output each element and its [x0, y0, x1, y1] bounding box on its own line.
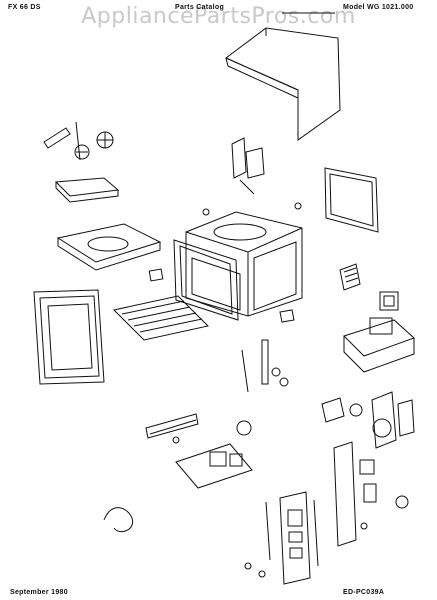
stirrer-assembly — [43, 121, 114, 161]
catalog-date: September 1980 — [10, 589, 68, 596]
front-frame — [173, 239, 239, 321]
stirrer-bracket — [54, 177, 120, 203]
switch-bracket — [333, 441, 409, 547]
lamp-assembly — [231, 137, 265, 195]
interlock-switches — [241, 309, 295, 393]
rear-panel — [324, 167, 379, 233]
power-cord — [103, 507, 134, 533]
oven-cavity — [185, 211, 303, 317]
catalog-code: FX 66 DS — [8, 4, 41, 11]
catalog-title: Parts Catalog — [175, 4, 225, 11]
control-panel — [265, 491, 319, 585]
transformer-base — [343, 317, 415, 373]
label-plate — [148, 268, 164, 282]
blower-motor — [321, 391, 415, 449]
vent-grille — [339, 263, 361, 291]
model-number: Model WG 1021.000 — [343, 4, 414, 11]
outer-cabinet — [225, 27, 341, 141]
magnetron — [379, 291, 399, 311]
timer-board — [175, 420, 253, 489]
waveguide-cover — [56, 223, 162, 271]
control-bracket — [145, 413, 199, 439]
document-code: ED-PC039A — [343, 589, 385, 596]
fasteners — [172, 202, 368, 578]
oven-rack — [112, 295, 210, 341]
oven-door — [33, 289, 105, 385]
